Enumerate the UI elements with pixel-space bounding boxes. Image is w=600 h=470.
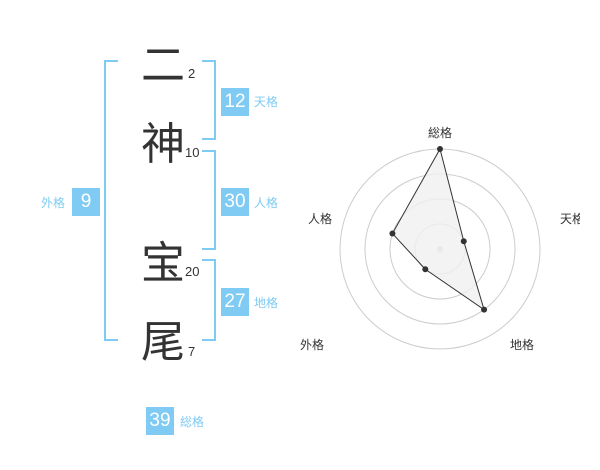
name-char-2: 神 <box>141 119 185 170</box>
radar-data-point <box>437 146 443 152</box>
jinkaku-bracket <box>202 150 216 250</box>
radar-data-point <box>422 266 429 273</box>
gaikaku-bracket <box>104 60 118 341</box>
tenkaku-bracket <box>202 60 216 140</box>
radar-data-point <box>481 306 488 313</box>
name-char-4: 尾 <box>141 317 185 368</box>
radar-axis-label: 外格 <box>300 337 324 352</box>
radar-axis-label: 総格 <box>428 125 452 140</box>
jinkaku-value: 30 <box>221 188 249 216</box>
chikaku-bracket <box>202 259 216 341</box>
gaikaku-label: 外格 <box>41 196 66 210</box>
chikaku-label: 地格 <box>254 296 279 310</box>
radar-axis-label: 天格 <box>560 211 580 226</box>
jinkaku-label: 人格 <box>254 196 279 210</box>
soukaku-label: 総格 <box>180 415 205 429</box>
gaikaku-value: 9 <box>72 188 100 216</box>
stroke-count-4: 7 <box>188 344 196 359</box>
radar-data-point <box>389 230 396 237</box>
radar-axis-label: 地格 <box>510 337 534 352</box>
radar-data-point <box>460 238 467 245</box>
chikaku-value: 27 <box>221 288 249 316</box>
stroke-count-1: 2 <box>188 66 196 81</box>
stroke-count-3: 20 <box>185 264 200 279</box>
tenkaku-value: 12 <box>221 88 249 116</box>
soukaku-value: 39 <box>146 407 174 435</box>
tenkaku-label: 天格 <box>254 95 279 109</box>
radar-series-area <box>391 147 485 311</box>
stroke-count-2: 10 <box>185 145 200 160</box>
radar-axis-label: 人格 <box>308 211 332 226</box>
name-char-3: 宝 <box>141 238 185 289</box>
name-char-1: 二 <box>141 40 185 91</box>
